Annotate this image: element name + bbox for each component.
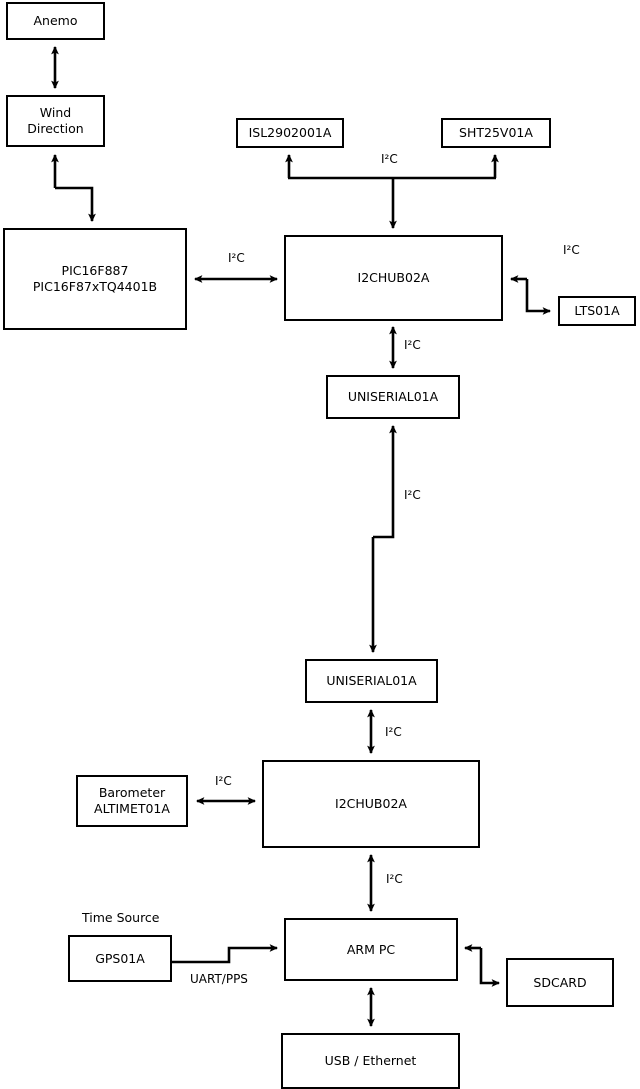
node-sht25v01a[interactable]: SHT25V01A [441, 118, 551, 148]
node-uniserial01a-top[interactable]: UNISERIAL01A [326, 375, 460, 419]
edge-label-i2c-hub-uniserial: I²C [404, 338, 421, 352]
edge-label-i2c-uniserial-uniserial: I²C [404, 488, 421, 502]
edge-label-i2c-hub-armpc: I²C [386, 872, 403, 886]
node-uniserial01a-bottom[interactable]: UNISERIAL01A [305, 659, 438, 703]
node-barometer-altimet01a[interactable]: Barometer ALTIMET01A [76, 775, 188, 827]
wire-hub-to-lts [525, 279, 551, 315]
node-pic-microcontroller[interactable]: PIC16F887 PIC16F87xTQ4401B [3, 228, 187, 330]
edge-label-i2c-pic-hub: I²C [228, 251, 245, 265]
edge-label-i2c-top-bus: I²C [381, 152, 398, 166]
node-usb-ethernet[interactable]: USB / Ethernet [281, 1033, 460, 1089]
wire-gps-armpc [172, 944, 278, 964]
label-time-source: Time Source [82, 910, 160, 925]
edge-label-uart-pps: UART/PPS [190, 972, 248, 986]
node-isl2902001a[interactable]: ISL2902001A [236, 118, 344, 148]
node-arm-pc[interactable]: ARM PC [284, 918, 458, 981]
node-gps01a[interactable]: GPS01A [68, 935, 172, 982]
node-lts01a[interactable]: LTS01A [558, 296, 636, 326]
wire-armpc-to-sdcard [479, 948, 500, 987]
wire-uniserial-link-up [373, 425, 397, 539]
wire-pic-winddirection-elbow [55, 186, 96, 222]
node-sdcard[interactable]: SDCARD [506, 958, 614, 1007]
node-wind-direction[interactable]: Wind Direction [6, 95, 105, 147]
node-anemo[interactable]: Anemo [6, 2, 105, 40]
edge-label-i2c-uniserial-hub: I²C [385, 725, 402, 739]
edge-label-i2c-lts01a: I²C [563, 243, 580, 257]
edge-label-i2c-barometer: I²C [215, 774, 232, 788]
node-i2chub02a-top[interactable]: I2CHUB02A [284, 235, 503, 321]
node-i2chub02a-bottom[interactable]: I2CHUB02A [262, 760, 480, 848]
